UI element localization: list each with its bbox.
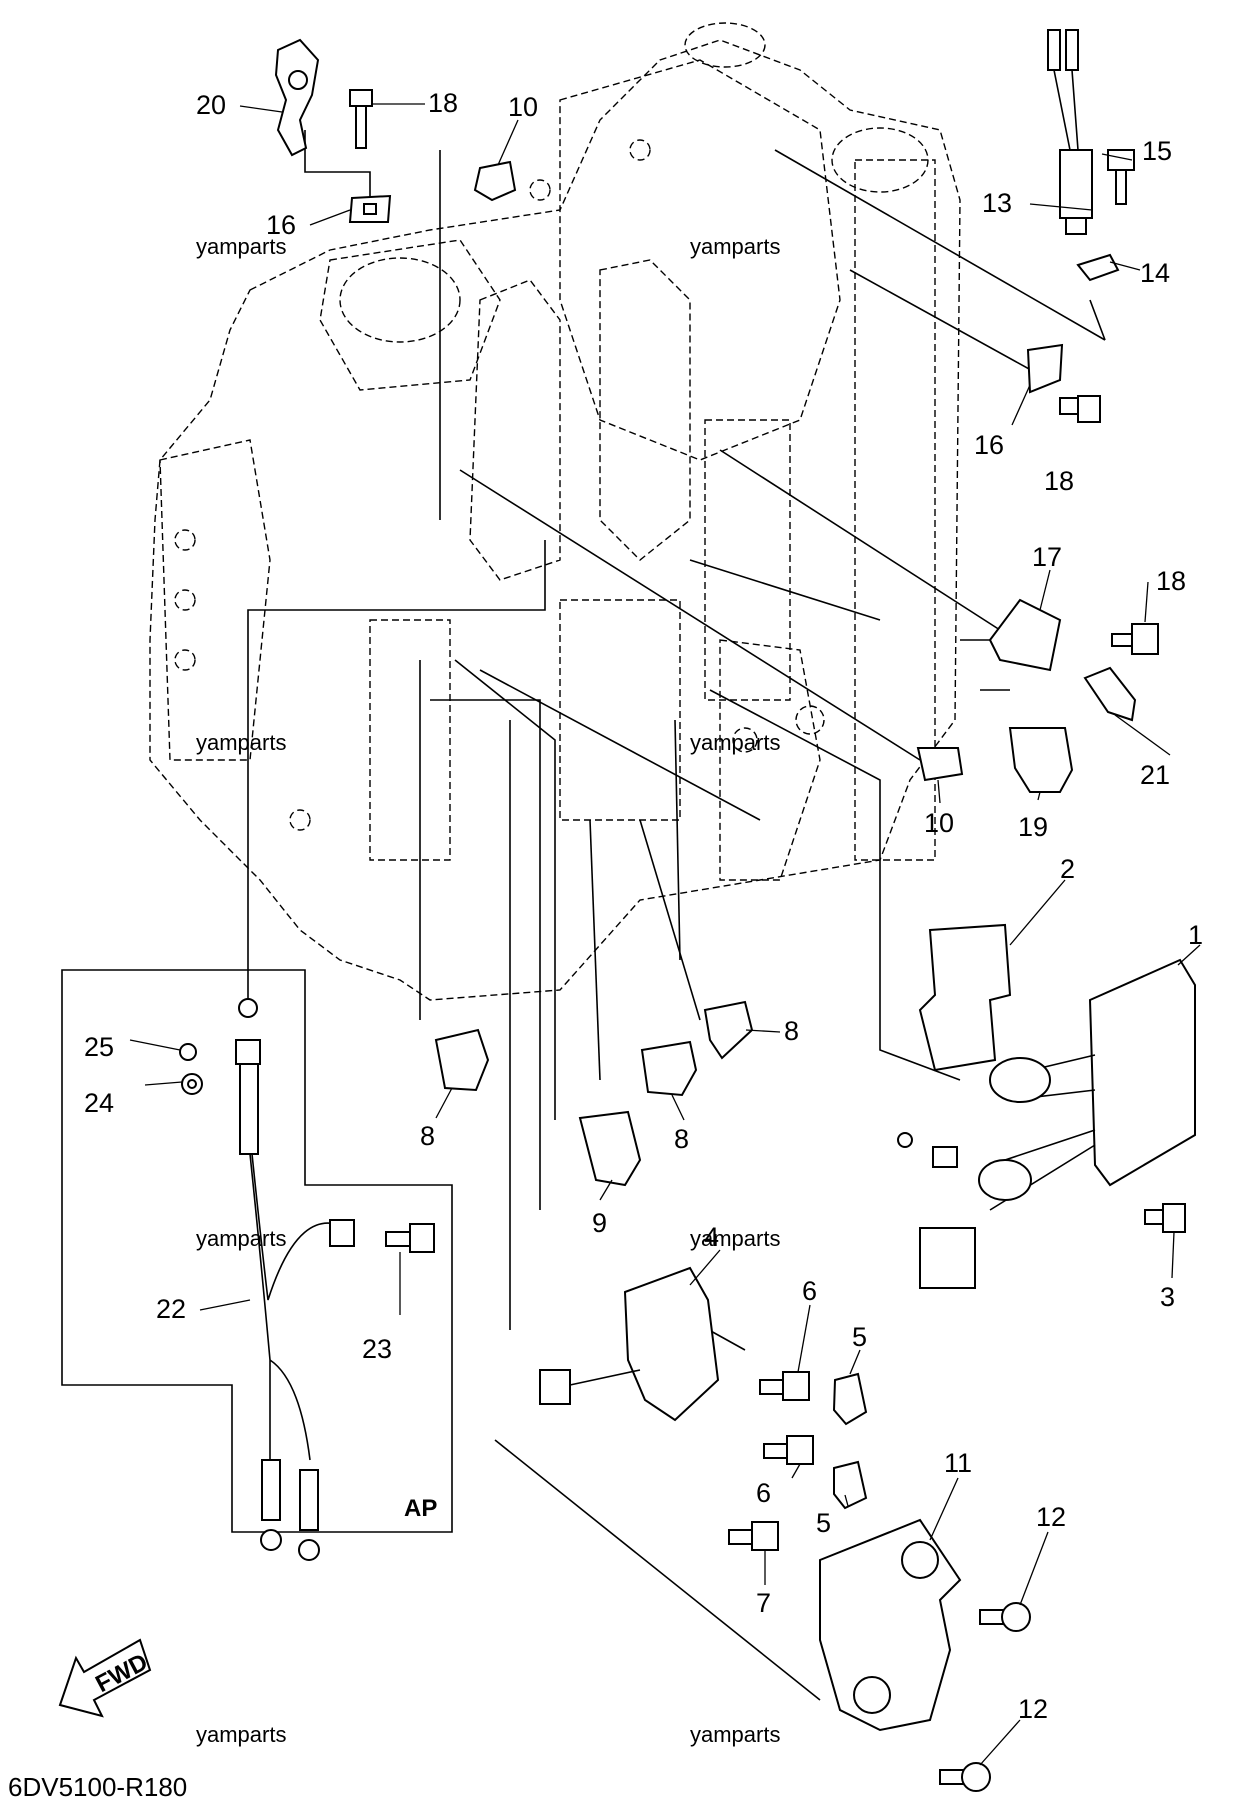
callout-11: 11 (944, 1448, 972, 1478)
callout-13: 13 (982, 188, 1012, 218)
watermark: yamparts (690, 1226, 780, 1251)
part-24-washer (181, 1073, 203, 1095)
callout-17: 17 (1032, 542, 1062, 572)
part-12-screw-lower (939, 1762, 991, 1792)
callout-4: 4 (704, 1222, 719, 1252)
fwd-arrow: FWD (58, 1638, 152, 1718)
watermark: yamparts (690, 1722, 780, 1747)
callout-12-lower: 12 (1018, 1694, 1048, 1724)
callout-6-upper: 6 (802, 1276, 817, 1306)
callout-leaders (129, 103, 1201, 1766)
part-18-bolt-right (1059, 395, 1101, 423)
part-13-sensor (1047, 29, 1093, 235)
part-6-bolt-lower (763, 1435, 814, 1465)
callout-8-left: 8 (420, 1121, 435, 1151)
callout-25: 25 (84, 1032, 114, 1062)
leader-lines (61, 130, 1106, 1701)
part-11-cover (819, 1518, 962, 1732)
part-5-clip-lower (833, 1460, 868, 1510)
part-15-bolt (1107, 149, 1135, 205)
part-23-bolt (385, 1223, 435, 1253)
part-16-bracket-top (348, 194, 392, 223)
area-tag: AP (404, 1495, 437, 1522)
watermarks: yamparts yamparts yamparts yamparts yamp… (196, 234, 780, 1747)
callout-19: 19 (1018, 812, 1048, 842)
part-9-clamp (578, 1110, 642, 1187)
engine-block (149, 22, 961, 1001)
watermark: yamparts (196, 1722, 286, 1747)
callout-23: 23 (362, 1334, 392, 1364)
callout-7: 7 (756, 1588, 771, 1618)
callout-10-top: 10 (508, 92, 538, 122)
callout-22: 22 (156, 1294, 186, 1324)
callout-1: 1 (1188, 920, 1203, 950)
callout-3: 3 (1160, 1282, 1175, 1312)
callout-20: 20 (196, 90, 226, 120)
callout-16-top: 16 (266, 210, 296, 240)
part-21-clamp (1083, 666, 1137, 722)
callout-5-upper: 5 (852, 1322, 867, 1352)
watermark: yamparts (196, 730, 286, 755)
callout-numbers: 1 2 3 4 5 5 6 6 7 8 8 8 8 9 10 10 11 12 … (84, 88, 1203, 1724)
callout-5-lower: 5 (816, 1508, 831, 1538)
watermark: yamparts (196, 1226, 286, 1251)
callout-12-upper: 12 (1036, 1502, 1066, 1532)
callout-14: 14 (1140, 258, 1170, 288)
callout-15: 15 (1142, 136, 1172, 166)
part-14-clip (1076, 253, 1120, 282)
part-22-lead-wire (235, 998, 355, 1561)
part-8-clamp-center (640, 1040, 698, 1097)
part-19-holder (1008, 727, 1074, 793)
part-6-bolt-upper (759, 1371, 810, 1401)
part-5-clip-upper (832, 1372, 868, 1426)
part-16-bracket-right (1026, 343, 1064, 394)
part-18-bolt-mid (1111, 623, 1159, 655)
callout-8-center: 8 (674, 1124, 689, 1154)
part-10-clamp-mid (916, 747, 964, 782)
watermark: yamparts (690, 730, 780, 755)
part-20-clamp (274, 38, 320, 157)
part-3-bolt (1144, 1203, 1186, 1233)
watermark: yamparts (690, 234, 780, 259)
callout-2: 2 (1060, 854, 1075, 884)
callout-8-right: 8 (784, 1016, 799, 1046)
part-18-bolt-top (349, 89, 373, 149)
callout-24: 24 (84, 1088, 114, 1118)
part-10-clamp-top (473, 160, 517, 202)
part-8-clamp-right (703, 1000, 754, 1060)
part-1-control-unit (897, 958, 1196, 1289)
diagram-code: 6DV5100-R180 (8, 1772, 187, 1802)
part-8-clamp-left (434, 1028, 490, 1092)
part-17-bracket (988, 598, 1062, 672)
part-12-screw-upper (979, 1602, 1031, 1632)
callout-9: 9 (592, 1208, 607, 1238)
part-7-bolt (728, 1521, 779, 1551)
callout-18-right: 18 (1044, 466, 1074, 496)
part-25-washer (179, 1043, 197, 1061)
part-2-gasket (918, 923, 1012, 1072)
callout-21: 21 (1140, 760, 1170, 790)
callout-10-mid: 10 (924, 808, 954, 838)
callout-16-right: 16 (974, 430, 1004, 460)
watermark: yamparts (196, 234, 286, 259)
part-4-relay-assembly (539, 1266, 720, 1422)
callout-18-mid: 18 (1156, 566, 1186, 596)
callout-6-lower: 6 (756, 1478, 771, 1508)
callout-18-top: 18 (428, 88, 458, 118)
